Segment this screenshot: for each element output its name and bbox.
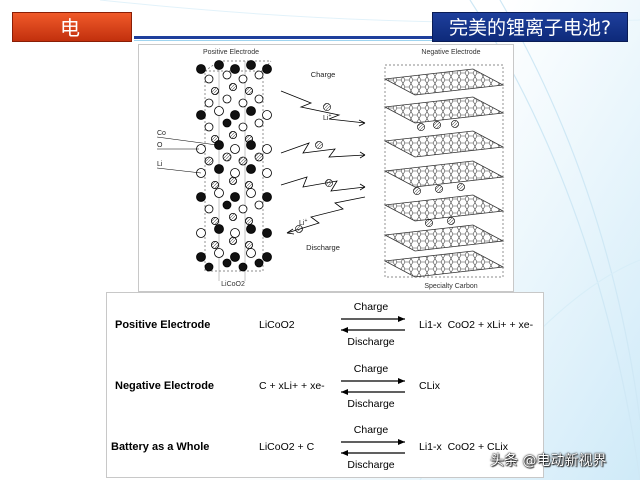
- section-title: 电 池: [12, 12, 132, 70]
- negative-electrode-label: Negative Electrode: [421, 49, 480, 56]
- discharge-text: Discharge: [347, 336, 394, 348]
- equation-left: LiCoO2 + C: [259, 441, 315, 453]
- equation-right: Li1-x CoO2 + xLi+ + xe-: [419, 319, 534, 331]
- equation-name: Negative Electrode: [115, 380, 214, 392]
- li-ion-particles: [295, 103, 333, 233]
- equation-name: Battery as a Whole: [111, 441, 209, 453]
- slide-title: 完美的锂离子电池?: [432, 12, 628, 42]
- charge-text: Charge: [354, 363, 389, 375]
- header-rule-accent: [134, 40, 434, 41]
- legend-o: O: [157, 142, 163, 149]
- licoo2-caption: LiCoO2: [221, 281, 245, 288]
- watermark: 头条 @电动新视界: [490, 453, 607, 469]
- atom-legend: Co O Li: [156, 130, 218, 174]
- charge-text: Charge: [354, 301, 389, 313]
- electrode-structure-diagram: Positive Electrode Negative Electrode: [156, 49, 505, 290]
- discharge-text: Discharge: [347, 459, 394, 471]
- positive-electrode-label: Positive Electrode: [203, 49, 259, 56]
- licoo2-lattice: [196, 60, 272, 281]
- discharge-label: Discharge: [306, 243, 340, 252]
- equation-row-positive: Positive Electrode LiCoO2 Charge Dischar…: [115, 301, 534, 348]
- carbon-caption: Specialty Carbon: [424, 283, 477, 290]
- li-ion-label-bottom: Li+: [299, 218, 307, 227]
- li-ion-label-top: Li+: [323, 113, 331, 122]
- charge-label: Charge: [311, 70, 336, 79]
- legend-li: Li: [157, 161, 163, 168]
- equation-row-negative: Negative Electrode C + xLi+ + xe- Charge…: [115, 363, 441, 410]
- charge-text: Charge: [354, 424, 389, 436]
- electrode-structure-figure: Positive Electrode Negative Electrode: [138, 44, 514, 292]
- equation-row-whole: Battery as a Whole LiCoO2 + C Charge Dis…: [111, 424, 509, 471]
- charge-path: [280, 90, 366, 235]
- discharge-text: Discharge: [347, 398, 394, 410]
- equation-name: Positive Electrode: [115, 319, 210, 331]
- header-rule: [134, 36, 434, 39]
- equation-right: CLix: [419, 380, 441, 392]
- legend-co: Co: [157, 130, 166, 137]
- reaction-equations: Positive Electrode LiCoO2 Charge Dischar…: [111, 301, 534, 471]
- graphite-layers: [383, 64, 505, 278]
- reaction-equations-table: Positive Electrode LiCoO2 Charge Dischar…: [106, 292, 544, 478]
- equation-right: Li1-x CoO2 + CLix: [419, 441, 509, 453]
- equation-left: LiCoO2: [259, 319, 295, 331]
- equation-left: C + xLi+ + xe-: [259, 380, 325, 392]
